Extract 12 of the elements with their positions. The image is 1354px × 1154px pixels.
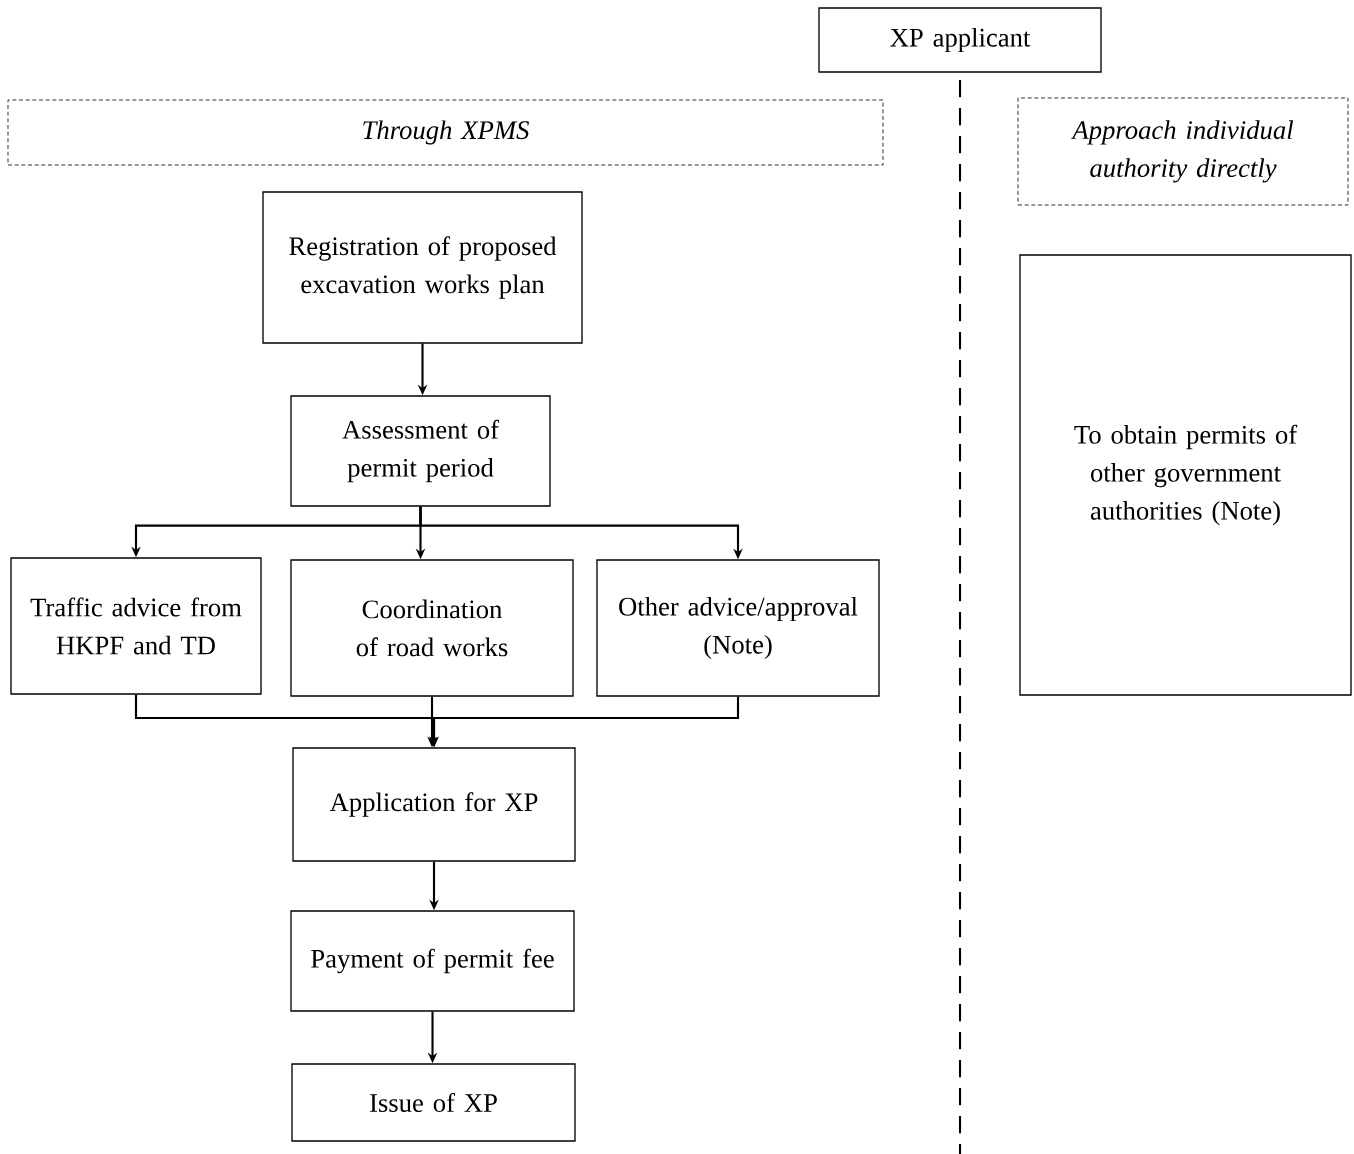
process-box: Traffic advice from HKPF and TD xyxy=(10,557,262,695)
process-box: Coordination of road works xyxy=(290,559,574,697)
process-box: Assessment of permit period xyxy=(290,395,551,507)
process-box: Application for XP xyxy=(292,747,576,862)
lane-heading-box: Through XPMS xyxy=(7,99,884,166)
applicant-box: XP applicant xyxy=(818,7,1102,73)
process-box: To obtain permits of other government authorities (Note) xyxy=(1019,254,1352,696)
lane-heading-box: Approach individual authority directly xyxy=(1017,97,1349,206)
process-box: Other advice/approval (Note) xyxy=(596,559,880,697)
process-box: Registration of proposed excavation works plan xyxy=(262,191,583,344)
process-box: Payment of permit fee xyxy=(290,910,575,1012)
process-box: Issue of XP xyxy=(291,1063,576,1142)
